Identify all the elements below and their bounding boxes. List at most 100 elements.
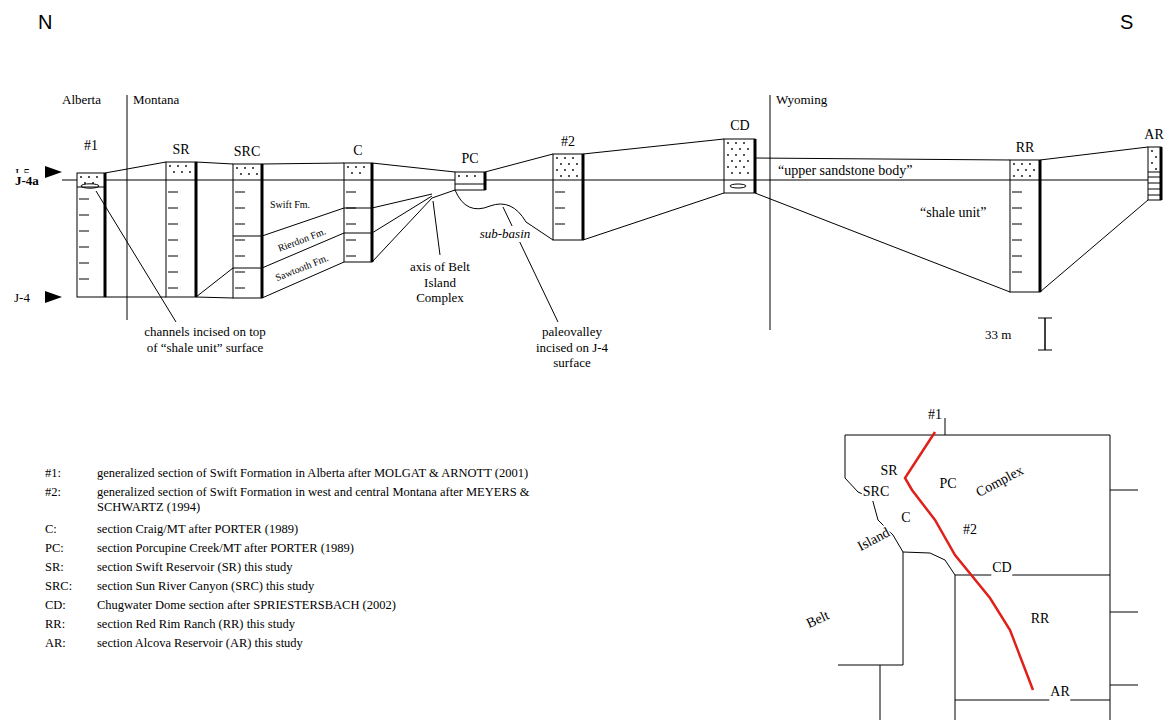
state-border-line	[127, 95, 128, 320]
sand-dot	[185, 165, 187, 167]
shale-dash	[555, 224, 565, 225]
sand-dot	[560, 163, 562, 165]
sand-dot	[252, 167, 254, 169]
key-text: generalized section of Swift Formation i…	[97, 466, 528, 481]
key-abbreviation: C:	[45, 522, 57, 537]
key-abbreviation: RR:	[45, 617, 65, 632]
sand-dot	[564, 157, 566, 159]
section-column	[166, 162, 196, 297]
sand-dot	[1021, 175, 1023, 177]
correlation-line	[372, 196, 432, 233]
map-region-label: Belt	[803, 607, 833, 633]
sand-dot	[1021, 163, 1023, 165]
correlation-line	[755, 193, 1010, 292]
map-section-label: RR	[1030, 611, 1051, 628]
section-label: CD	[730, 118, 749, 135]
sand-dot	[739, 148, 741, 150]
scale-bar	[1038, 318, 1052, 319]
sand-dot	[576, 175, 578, 177]
sand-dot	[1151, 150, 1153, 152]
layer-line	[1148, 189, 1161, 190]
column-outline	[553, 154, 583, 240]
sand-dot	[727, 154, 729, 156]
layer-line	[1148, 183, 1161, 184]
sand-dot	[731, 148, 733, 150]
shale-dash	[168, 256, 178, 257]
correlation-line	[432, 190, 455, 198]
map-section-label: C	[900, 510, 911, 527]
sand-dot	[564, 169, 566, 171]
shale-dash	[235, 192, 245, 193]
shale-dash	[1012, 208, 1022, 209]
leader-line	[96, 191, 176, 322]
sand-dot	[743, 142, 745, 144]
section-label: AR	[1144, 127, 1163, 144]
section-column	[1148, 147, 1161, 200]
sand-dot	[248, 173, 250, 175]
shale-dash	[168, 288, 178, 289]
section-trace	[905, 432, 1033, 690]
column-outline	[724, 139, 755, 193]
annotation: channels incised on top of “shale unit” …	[140, 324, 270, 355]
shale-dash	[168, 192, 178, 193]
lithology-boundary	[166, 180, 196, 181]
lithology-boundary	[233, 180, 262, 181]
sand-dot	[560, 175, 562, 177]
section-column	[77, 173, 105, 297]
sand-dot	[1155, 168, 1157, 170]
map-boundary	[845, 435, 955, 575]
column-outline	[455, 172, 485, 190]
state-label: Montana	[133, 92, 179, 108]
layer-line	[1148, 195, 1161, 196]
map-boundary	[955, 575, 956, 720]
correlation-line	[262, 163, 344, 164]
map-section-label: SR	[879, 463, 898, 480]
shale-dash	[346, 240, 356, 241]
column-edge	[261, 164, 264, 298]
correlation-line	[1040, 200, 1148, 292]
sand-dot	[1025, 169, 1027, 171]
column-edge	[371, 163, 374, 262]
datum-line	[62, 179, 1162, 180]
map-boundary	[955, 575, 1110, 576]
sand-dot	[466, 175, 468, 177]
formation-label: Sawtooth Fm.	[274, 252, 331, 284]
shale-dash	[79, 263, 89, 264]
sand-dot	[739, 160, 741, 162]
correlation-line	[755, 158, 1010, 160]
key-abbreviation: #1:	[45, 466, 61, 481]
sand-dot	[568, 163, 570, 165]
section-column	[455, 172, 485, 190]
sand-dot	[169, 165, 171, 167]
correlation-line	[372, 198, 432, 262]
sand-dot	[1029, 163, 1031, 165]
correlation-line	[1040, 147, 1148, 160]
formation-label: Rierdon Fm.	[276, 225, 328, 254]
correlation-line	[105, 297, 166, 298]
column-outline	[77, 173, 105, 297]
key-text: section Red Rim Ranch (RR) this study	[97, 617, 295, 632]
column-edge	[754, 139, 757, 193]
key-abbreviation: SRC:	[45, 579, 72, 594]
sand-dot	[359, 172, 361, 174]
column-edge	[484, 172, 487, 190]
key-text: Chugwater Dome section after SPRIESTERSB…	[97, 598, 396, 613]
shale-dash	[168, 240, 178, 241]
column-edge	[104, 173, 107, 297]
marker-arrow	[45, 166, 62, 178]
map-region-label: Island	[854, 524, 894, 556]
sand-dot	[1151, 162, 1153, 164]
lithology-boundary	[1010, 180, 1040, 181]
sand-dot	[747, 148, 749, 150]
sand-dot	[1013, 163, 1015, 165]
annotation: sub-basin	[479, 226, 532, 242]
sand-dot	[96, 176, 98, 178]
map-section-label: PC	[938, 476, 957, 493]
correlation-line	[372, 163, 455, 172]
formation-boundary	[233, 268, 262, 269]
correlation-line	[105, 162, 166, 173]
sand-dot	[576, 163, 578, 165]
section-label: SR	[172, 142, 189, 159]
correlation-line	[583, 139, 724, 154]
section-column	[344, 163, 372, 262]
